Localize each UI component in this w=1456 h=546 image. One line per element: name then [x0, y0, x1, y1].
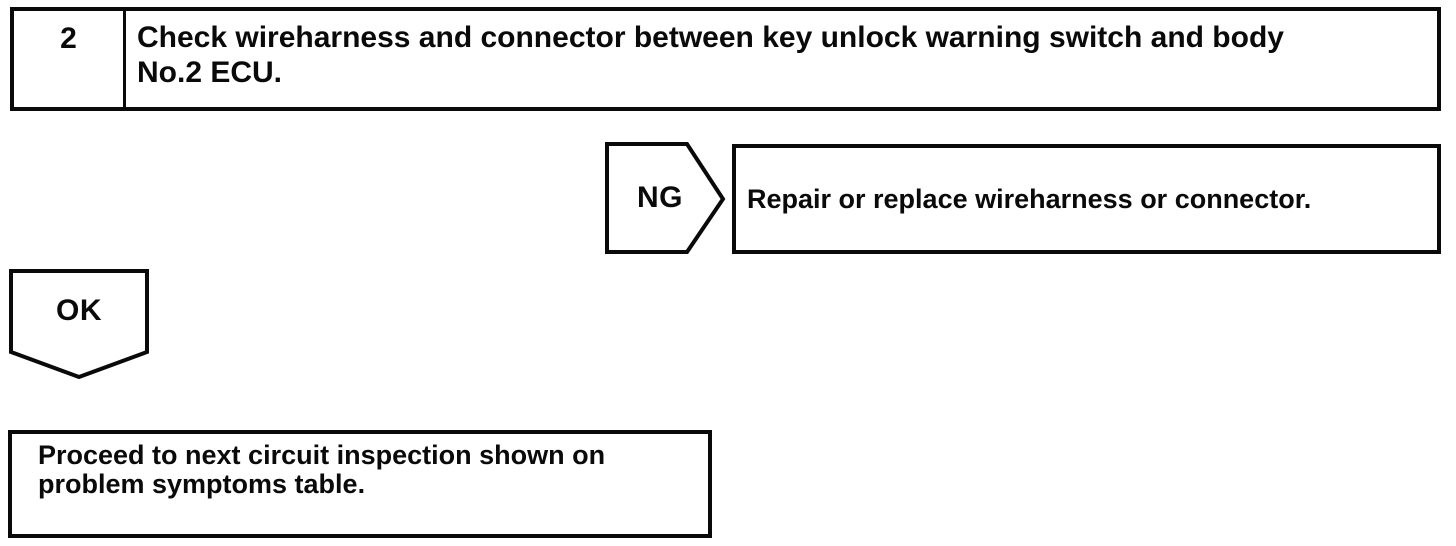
ng-label: NG [637, 181, 683, 214]
ng-action-box: Repair or replace wireharness or connect… [732, 144, 1441, 254]
step-instruction-line-2: No.2 ECU. [137, 56, 283, 89]
ng-pentagon-right-arrow-icon [605, 142, 726, 254]
ok-action-line-2: problem symptoms table. [38, 469, 366, 499]
ok-connector-shape: OK [9, 269, 149, 379]
ng-action-text: Repair or replace wireharness or connect… [747, 183, 1312, 214]
step-number: 2 [60, 22, 77, 55]
ok-action-line-1: Proceed to next circuit inspection shown… [38, 440, 606, 470]
step-instruction-line-1: Check wireharness and connector between … [137, 21, 1284, 54]
ok-pentagon-down-arrow-icon [9, 269, 149, 379]
ok-label: OK [56, 294, 102, 327]
ng-connector-shape: NG [605, 142, 726, 254]
step-instruction: Check wireharness and connector between … [126, 11, 1437, 107]
ok-action-box: Proceed to next circuit inspection shown… [8, 430, 712, 538]
step-box: 2 Check wireharness and connector betwee… [10, 7, 1441, 111]
step-number-cell: 2 [14, 11, 126, 107]
